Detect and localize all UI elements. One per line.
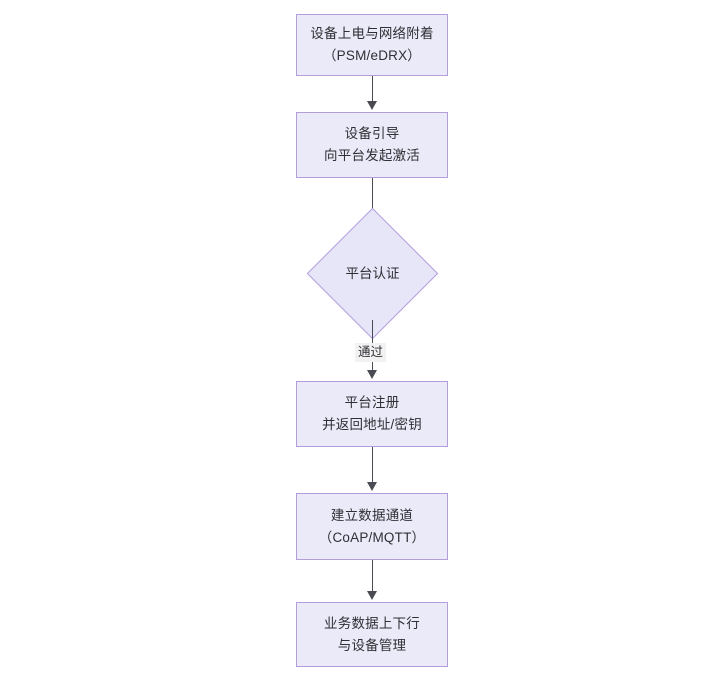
node-device-bootstrap[interactable]: 设备引导 向平台发起激活 [296,112,448,178]
node-label-line1: 设备上电与网络附着 [310,26,434,41]
node-platform-authentication[interactable]: 平台认证 [306,207,439,340]
arrowhead-n4-n5 [366,482,377,491]
arrowhead-n1-n2 [366,101,377,110]
connector-n2-n3 [372,178,374,218]
connector-n1-n2 [372,76,374,103]
edge-label-pass: 通过 [355,343,387,362]
node-label-line1: 建立数据通道 [330,507,414,523]
node-label-line2: 向平台发起激活 [324,148,420,163]
node-label-line1: 设备引导 [344,126,400,141]
arrowhead-n3-n4 [366,370,377,379]
connector-n4-n5 [372,447,374,484]
node-label-line2: 并返回地址/密钥 [322,417,422,432]
node-data-channel[interactable]: 建立数据通道 （CoAP/MQTT） [296,493,448,560]
node-platform-registration[interactable]: 平台注册 并返回地址/密钥 [296,381,448,447]
node-label-line2: （CoAP/MQTT） [318,529,426,545]
node-device-power-on[interactable]: 设备上电与网络附着 （PSM/eDRX） [296,14,448,76]
connector-n5-n6 [372,560,374,593]
node-label-line2: 与设备管理 [337,637,407,653]
node-label-line1: 平台认证 [345,265,400,281]
arrowhead-n5-n6 [366,591,377,600]
node-label-line1: 业务数据上下行 [324,615,420,631]
node-label-line2: （PSM/eDRX） [322,48,422,63]
node-label-line1: 平台注册 [344,395,400,410]
node-business-data-and-device-management[interactable]: 业务数据上下行 与设备管理 [296,602,448,667]
